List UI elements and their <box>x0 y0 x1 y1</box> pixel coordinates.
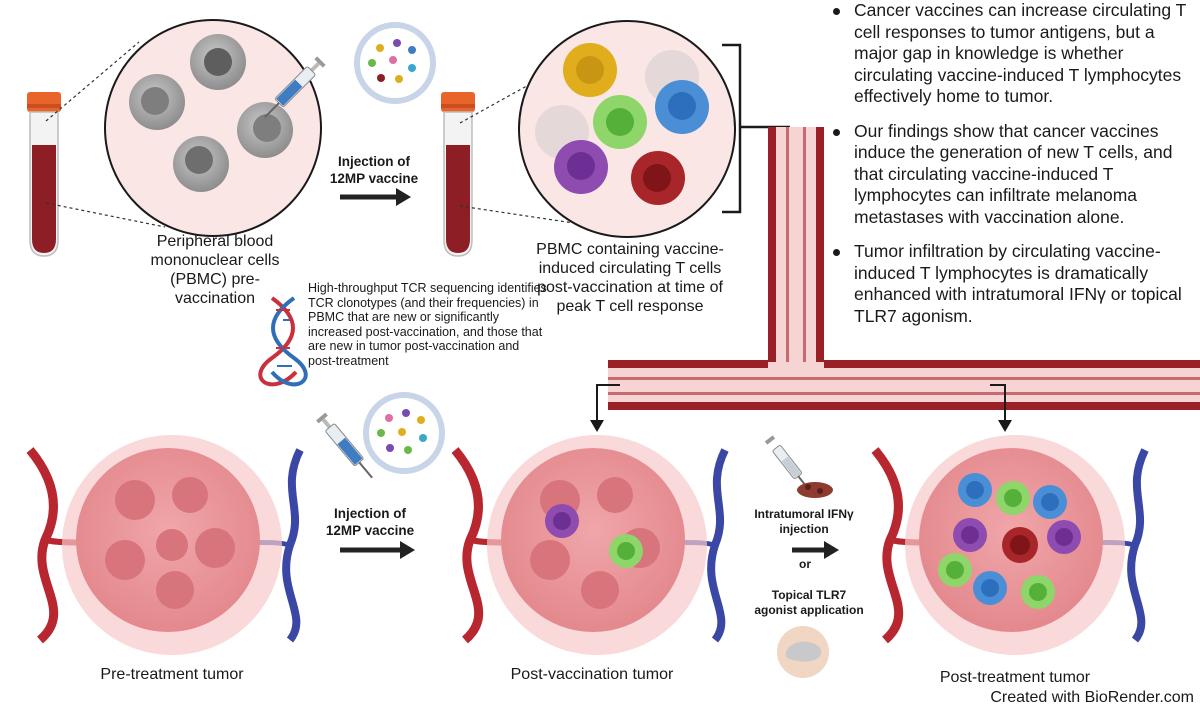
finding-item: Our findings show that cancer vaccines i… <box>830 121 1195 229</box>
gel-icon <box>777 626 829 678</box>
pbmc-post-circle <box>518 20 736 238</box>
pbmc-post-label: PBMC containing vaccine-induced circulat… <box>536 241 724 315</box>
ifn-gamma-label: Intratumoral IFNγ injection <box>754 507 854 536</box>
dna-icon <box>258 296 308 387</box>
vaccine-particles-icon <box>354 22 436 104</box>
vaccine-particles-icon <box>363 392 445 474</box>
post-vaccination-tumor-label: Post-vaccination tumor <box>510 666 674 683</box>
blood-tube-icon <box>441 92 475 257</box>
tumor-icon <box>451 435 729 655</box>
tumor-icon <box>871 435 1149 655</box>
finding-item: Cancer vaccines can increase circulating… <box>830 0 1195 108</box>
injection-label-bottom: Injection of 12MP vaccine <box>325 506 415 538</box>
injection-label-top: Injection of 12MP vaccine <box>329 154 419 186</box>
pbmc-pre-label: Peripheral blood mononuclear cells (PBMC… <box>150 233 280 307</box>
pbmc-pre-circle <box>104 19 322 237</box>
blood-tube-icon <box>27 92 61 257</box>
tumor-icon <box>26 435 304 655</box>
tcr-sequencing-note: High-throughput TCR sequencing identifie… <box>308 281 547 368</box>
tlr7-label: Topical TLR7 agonist application <box>754 588 864 617</box>
syringe-icon <box>764 435 808 488</box>
injection-site-icon <box>797 482 833 498</box>
or-label: or <box>799 557 811 571</box>
biorender-credit: Created with BioRender.com <box>990 689 1194 706</box>
pre-treatment-tumor-label: Pre-treatment tumor <box>100 666 244 683</box>
syringe-icon <box>316 412 373 479</box>
syringe-icon <box>264 56 326 118</box>
blood-vessel <box>608 127 1200 410</box>
finding-item: Tumor infiltration by circulating vaccin… <box>830 241 1195 327</box>
post-treatment-tumor-label: Post-treatment tumor <box>939 669 1091 686</box>
findings-list: Cancer vaccines can increase circulating… <box>830 0 1195 340</box>
